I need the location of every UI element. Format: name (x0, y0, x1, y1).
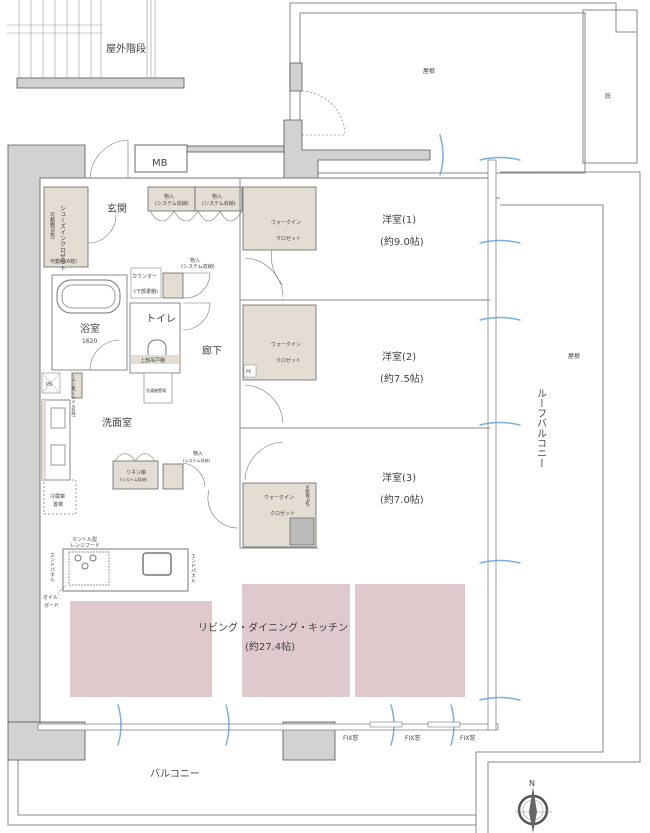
airflow-icons (117, 134, 521, 747)
wic-label: クロゼット (276, 235, 301, 242)
ldk-label: リビング・ダイニング・キッチン (198, 621, 348, 634)
bath-size: 1620 (82, 338, 97, 345)
end-panel-label: エンドパネル (190, 553, 196, 583)
western-room-3: ウォークイン クロゼット 可動棚(4枚) 洋室(3) (約7.0帖) (240, 441, 424, 549)
balcony-label: バルコニー (150, 768, 200, 780)
ldk-size: (約27.4帖) (245, 640, 295, 653)
mb: MB (134, 144, 188, 173)
fridge-label: 置場 (53, 501, 63, 508)
bath-label: 浴室 (80, 322, 100, 335)
fix-windows: FIX窓 FIX窓 FIX窓 (343, 721, 475, 742)
toilet: トイレ 上部吊戸棚 (129, 302, 211, 374)
movable-shelf-label: 可動棚(6枚) (50, 258, 77, 265)
room-size: (約7.0帖) (380, 493, 424, 506)
storage-label: 物入 (193, 450, 203, 457)
storage-top: 物入 (システム収納) 物入 (システム収納) (147, 186, 243, 222)
right-roof-label: 屋根 (568, 352, 580, 360)
western-room-2: PS ウォークイン クロゼット 洋室(2) (約7.5帖) (240, 304, 490, 429)
wic-label: ウォークイン (271, 219, 301, 226)
fix-window-label: FIX窓 (460, 734, 475, 742)
fridge-space: 冷蔵庫 置場 (43, 479, 77, 515)
kitchen-counter: マントル型 レンジフード エンドパネル エンドパネル オイル ガード (43, 536, 196, 609)
western-room-1: ウォークイン クロゼット 洋室(1) (約9.0帖) (239, 178, 490, 548)
fridge-label: 冷蔵庫 (50, 493, 65, 500)
shoes-closet-label: シューズインクロゼット (59, 205, 66, 271)
compass-north-icon: N (515, 779, 552, 833)
hallway-label: 廊下 (202, 344, 222, 357)
ldk: リビング・ダイニング・キッチン (約27.4帖) (70, 584, 465, 697)
storage-label: 物入 (190, 257, 200, 264)
washer-label: 洗濯機置場 (146, 387, 166, 393)
end-panel-label: エンドパネル (49, 552, 55, 582)
room-label: 洋室(2) (382, 350, 416, 363)
upper-cabinet-label: 上部吊戸棚 (140, 357, 165, 364)
fix-window-label: FIX窓 (405, 734, 420, 742)
fix-window-label: FIX窓 (343, 734, 358, 742)
balcony: バルコニー (7, 760, 476, 826)
storage-label: 物入 (164, 193, 174, 200)
storage-note: (システム収納) (181, 263, 215, 270)
entrance-label: 玄関 (107, 202, 127, 215)
movable-shelf-label: 可動棚(4枚) (306, 485, 311, 508)
washroom: PS リネン庫(システム収納) 洗濯機置場 洗面室 リネン庫 (システム収納) … (41, 372, 239, 529)
ps-label: PS (46, 382, 52, 388)
room-label: 洋室(1) (382, 213, 416, 226)
oil-guard-label: オイル (43, 595, 58, 601)
linen-label: リネン庫(システム収納) (72, 374, 77, 418)
linen-label: リネン庫 (126, 469, 146, 476)
room-size: (約9.0帖) (380, 235, 424, 248)
outdoor-stairs: 屋外階段 (7, 0, 185, 89)
top-roof-label: 屋根 (423, 67, 435, 75)
storage-note: (システム収納) (183, 457, 210, 463)
toilet-label: トイレ (146, 314, 176, 325)
ps-label: PS (246, 369, 251, 374)
range-hood-label: レンジフード (70, 543, 100, 549)
wic-label: クロゼット (270, 510, 295, 517)
north-label: N (529, 779, 535, 788)
wic-label: ウォークイン (264, 494, 294, 501)
oil-guard-label: ガード (44, 602, 59, 609)
outdoor-stairs-label: 屋外階段 (106, 42, 146, 55)
range-hood-label: マントル型 (72, 536, 97, 543)
movable-shelf-label: 可動棚(6枚) (49, 212, 55, 239)
storage-label: 物入 (212, 193, 222, 200)
counter-label: カウンター (132, 273, 157, 280)
entrance: 玄関 可動棚(6枚) シューズインクロゼット 可動棚(6枚) (43, 139, 129, 271)
linen-note: (システム収納) (120, 476, 147, 482)
roof-balcony: 屋根 ルーフバルコニー (475, 171, 641, 833)
room-label: 洋室(3) (382, 471, 416, 484)
counter: カウンター (下部書棚) 物入 (システム収納) (130, 257, 215, 299)
roof-balcony-label: ルーフバルコニー (535, 388, 547, 468)
storage-note: (システム収納) (202, 200, 236, 207)
counter-note: (下部書棚) (134, 288, 158, 295)
eave-label: 庇 (605, 92, 611, 100)
wic-label: ウォークイン (271, 341, 301, 348)
room-size: (約7.5帖) (380, 372, 424, 385)
mb-label: MB (152, 158, 168, 169)
wic-label: クロゼット (276, 357, 301, 364)
top-roof: 屋根 庇 (289, 2, 638, 174)
washroom-label: 洗面室 (102, 416, 132, 429)
bathroom: 浴室 1620 (51, 274, 128, 371)
storage-note: (システム収納) (155, 200, 189, 207)
